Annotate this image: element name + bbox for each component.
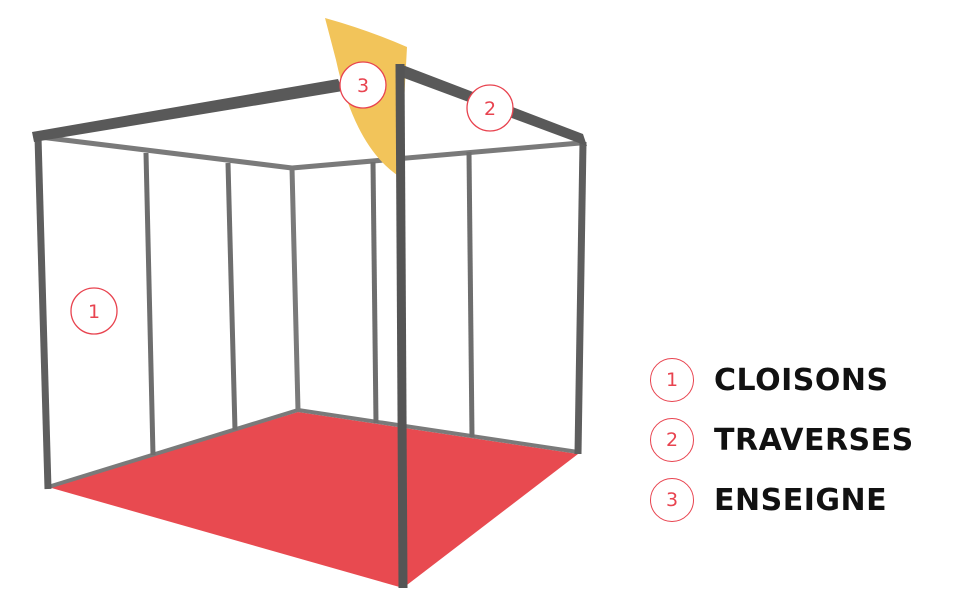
post-front-corner xyxy=(395,63,408,589)
post-right-2 xyxy=(466,151,475,438)
legend-number: 2 xyxy=(650,418,694,462)
legend: 1 CLOISONS 2 TRAVERSES 3 ENSEIGNE xyxy=(650,356,960,536)
marker-2-number: 2 xyxy=(484,98,496,120)
legend-label: ENSEIGNE xyxy=(714,482,888,518)
floor xyxy=(48,412,578,588)
legend-label: TRAVERSES xyxy=(714,422,914,458)
rail-bottom-back xyxy=(297,408,579,454)
legend-number: 3 xyxy=(650,478,694,522)
rail-bottom-left xyxy=(47,408,299,489)
post-right-1 xyxy=(370,161,379,424)
post-left-front xyxy=(34,136,52,490)
post-right-back xyxy=(574,141,587,455)
legend-item-enseigne: 3 ENSEIGNE xyxy=(650,476,960,524)
marker-3-circle xyxy=(339,61,387,109)
marker-2: 2 xyxy=(466,84,514,132)
beam-back-right xyxy=(291,140,581,171)
marker-3: 3 xyxy=(339,61,387,109)
post-left-2 xyxy=(225,162,238,431)
beam-top-left xyxy=(32,79,343,142)
marker-1-number: 1 xyxy=(88,301,100,323)
post-left-1 xyxy=(143,152,156,456)
marker-3-number: 3 xyxy=(357,75,369,97)
post-back-corner xyxy=(289,167,301,411)
marker-1-circle xyxy=(70,287,118,335)
marker-1: 1 xyxy=(70,287,118,335)
legend-number: 1 xyxy=(650,358,694,402)
beam-back-left xyxy=(39,134,293,171)
legend-label: CLOISONS xyxy=(714,362,889,398)
legend-item-cloisons: 1 CLOISONS xyxy=(650,356,960,404)
legend-item-traverses: 2 TRAVERSES xyxy=(650,416,960,464)
marker-2-circle xyxy=(466,84,514,132)
